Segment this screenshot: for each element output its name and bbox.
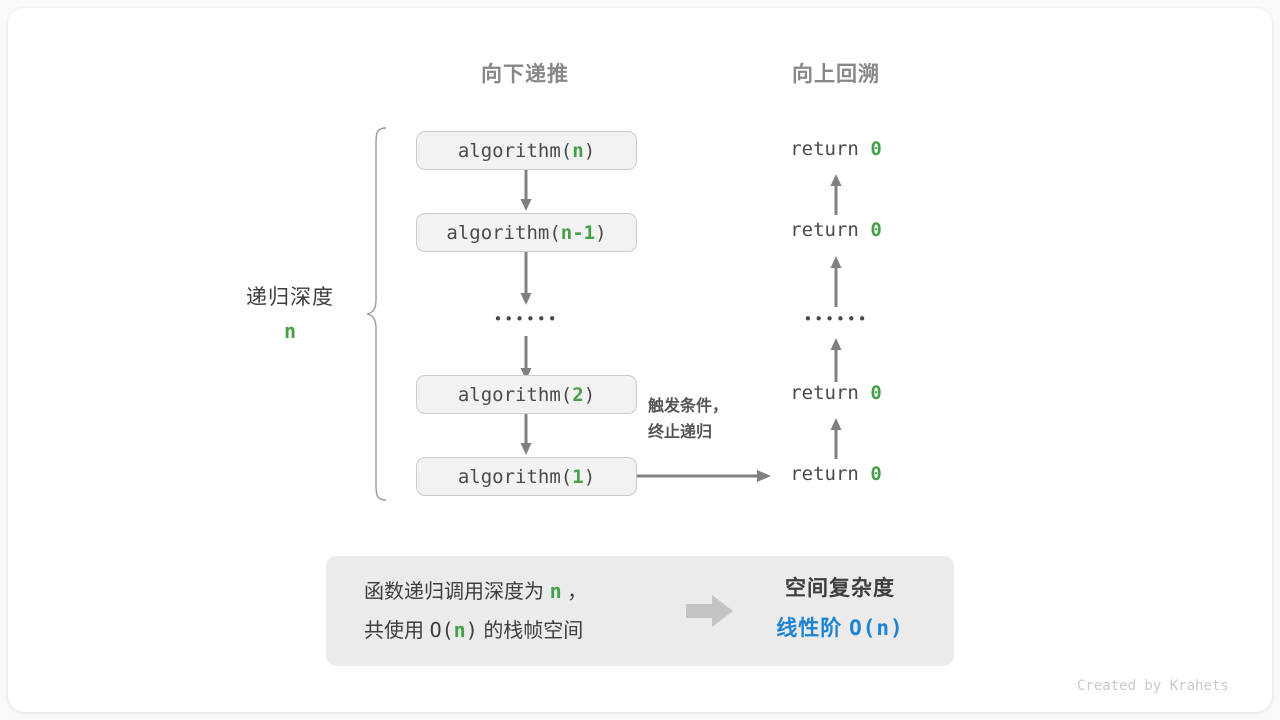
recursion-depth-title: 递归深度 [246, 286, 334, 309]
return-keyword-3: return [790, 382, 859, 404]
return-value-0: 0 [870, 138, 882, 160]
return-value-3: 0 [870, 382, 882, 404]
arrow-right-base-case-icon [637, 470, 771, 482]
summary-left-line2-a: 共使用 [364, 620, 424, 642]
call-frame-suffix-3: ) [583, 383, 596, 406]
summary-left-line2-d: 的栈帧空间 [483, 620, 584, 642]
recursion-depth-label: 递归深度 n [205, 281, 375, 343]
arrow-down-3-icon [520, 414, 532, 455]
call-frame-arg-3: 2 [572, 383, 584, 406]
summary-left-line2-b: O( [429, 618, 454, 642]
summary-box [326, 556, 954, 666]
call-frame-suffix-0: ) [583, 139, 596, 162]
arrow-up-0-icon [830, 174, 842, 215]
base-case-note-line2: 终止递归 [648, 424, 713, 441]
call-frame-prefix-1: algorithm( [446, 221, 561, 244]
call-frame-box-3[interactable]: algorithm(2) [416, 375, 637, 414]
call-frame-prefix-3: algorithm( [457, 383, 573, 406]
heading-downward-recursion: 向下递推 [481, 63, 569, 86]
return-statement-3: return 0 [736, 382, 936, 404]
arrow-up-3-icon [830, 418, 842, 459]
call-frame-prefix-4: algorithm( [457, 465, 573, 488]
call-frame-box-1[interactable]: algorithm(n-1) [416, 213, 637, 252]
summary-left-text: 函数递归调用深度为 n ， 共使用 O(n) 的栈帧空间 [364, 572, 587, 650]
summary-right-title: 空间复杂度 [785, 577, 895, 600]
summary-left-line2: 共使用 O(n) 的栈帧空间 [364, 611, 587, 650]
summary-right-value-label: 线性阶 [776, 617, 843, 640]
return-statement-4: return 0 [736, 463, 936, 485]
arrow-down-2-icon [520, 336, 532, 380]
summary-left-line2-c: ) [465, 618, 478, 642]
base-case-note: 触发条件， 终止递归 [648, 394, 728, 446]
summary-left-line1: 函数递归调用深度为 n ， [364, 572, 587, 611]
call-frame-prefix-0: algorithm( [457, 139, 573, 162]
return-statement-1: return 0 [736, 219, 936, 241]
summary-left-line1-var: n [549, 579, 562, 603]
call-frame-arg-0: n [572, 139, 584, 162]
recursion-depth-value: n [283, 319, 297, 343]
call-frame-suffix-1: ) [595, 221, 607, 244]
credit-text: Created by Krahets [1077, 678, 1229, 694]
summary-right-value: 线性阶 O(n) [742, 612, 938, 642]
depth-brace-icon [366, 127, 387, 501]
summary-right-value-expr: O(n) [849, 616, 904, 640]
arrow-down-1-icon [520, 252, 532, 305]
return-keyword-1: return [790, 219, 859, 241]
call-frame-box-4[interactable]: algorithm(1) [416, 457, 637, 496]
call-frame-arg-1: n-1 [560, 221, 596, 244]
heading-upward-backtrack: 向上回溯 [792, 63, 880, 86]
summary-left-line1-a: 函数递归调用深度为 [364, 581, 544, 603]
return-keyword-0: return [790, 138, 859, 160]
base-case-note-line1: 触发条件， [648, 398, 729, 415]
call-stack-ellipsis: •••••• [493, 310, 559, 328]
return-statement-0: return 0 [736, 138, 936, 160]
return-ellipsis: •••••• [803, 310, 869, 328]
return-value-1: 0 [870, 219, 882, 241]
arrow-up-1-icon [830, 256, 842, 307]
call-frame-arg-4: 1 [572, 465, 584, 488]
call-frame-box-0[interactable]: algorithm(n) [416, 131, 637, 170]
block-arrow-right-icon [686, 595, 733, 627]
summary-left-line2-var: n [453, 618, 466, 642]
return-keyword-4: return [790, 463, 859, 485]
return-value-4: 0 [870, 463, 882, 485]
summary-right-text: 空间复杂度 线性阶 O(n) [742, 572, 938, 642]
arrow-down-0-icon [520, 170, 532, 211]
call-frame-suffix-4: ) [583, 465, 596, 488]
summary-left-line1-b: ， [567, 581, 588, 603]
arrow-up-2-icon [830, 338, 842, 382]
